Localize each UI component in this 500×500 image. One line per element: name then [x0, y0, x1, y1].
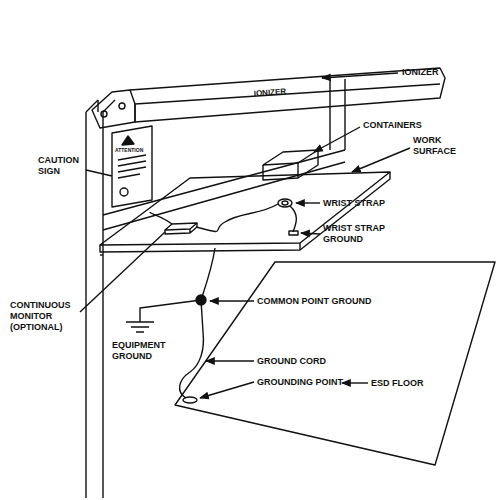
ground-wiring-stroke — [126, 322, 154, 332]
caution-sign-stroke — [118, 155, 146, 178]
ionizer-bar — [92, 68, 445, 150]
container-box-stroke — [263, 150, 318, 180]
container-box-stroke — [263, 150, 318, 165]
callout-label: EQUIPMENT GROUND — [112, 340, 174, 362]
callout-label: CAUTION SIGN — [38, 155, 84, 177]
wrist-strap-stroke — [196, 204, 278, 231]
ionizer-bar-stroke — [130, 68, 445, 122]
wrist-strap-stroke — [290, 206, 296, 232]
callout-label: WRIST STRAP GROUND — [323, 223, 395, 245]
leader-line-stroke — [314, 127, 360, 152]
continuous-monitor-stroke — [165, 223, 197, 230]
callout-label: IONIZER — [402, 67, 482, 78]
bench-frame-stroke — [103, 150, 345, 230]
leader-line-stroke — [322, 73, 398, 78]
wrist-strap — [196, 199, 298, 235]
leader-line-stroke — [296, 202, 320, 203]
ionizer-marking: IONIZER — [240, 86, 301, 100]
ground-wiring — [126, 248, 215, 403]
leader-line — [80, 73, 410, 398]
leader-line-stroke — [342, 382, 368, 383]
bench-frame-stroke — [97, 100, 98, 112]
leader-line-stroke — [200, 382, 254, 398]
callout-label: WRIST STRAP — [323, 198, 413, 209]
leader-line-stroke — [352, 148, 410, 172]
ground-wiring-stroke — [183, 397, 197, 403]
bench-frame-stroke — [100, 254, 103, 255]
ground-wiring-stroke — [140, 300, 201, 322]
wrist-strap-stroke — [289, 231, 298, 235]
wrist-strap-stroke — [278, 199, 292, 207]
ground-wiring-stroke — [201, 248, 215, 300]
ionizer-bar-stroke — [119, 103, 125, 109]
leader-line-stroke — [80, 232, 165, 312]
leader-line-stroke — [210, 300, 254, 301]
callout-label: WORK SURFACE — [413, 135, 473, 157]
leader-line-stroke — [86, 170, 112, 176]
callout-label: CONTINUOUS MONITOR (OPTIONAL) — [10, 300, 88, 333]
callout-label: GROUNDING POINT — [257, 377, 357, 388]
wrist-strap-stroke — [282, 201, 288, 205]
caution-sign — [112, 126, 152, 207]
esd-floor — [175, 262, 495, 465]
caution-sign-stroke — [112, 126, 152, 207]
ionizer-bar-stroke — [101, 111, 107, 117]
ionizer-bar-stroke — [135, 84, 440, 122]
caution-sign-stroke — [122, 136, 134, 145]
leader-line-stroke — [301, 233, 320, 234]
ground-wiring-stroke — [180, 300, 204, 398]
caution-sign-stroke — [120, 188, 128, 196]
callout-label: CONTAINERS — [363, 120, 453, 131]
leader-line-stroke — [206, 360, 254, 361]
esd-floor-stroke — [175, 262, 495, 465]
continuous-monitor-stroke — [150, 212, 172, 224]
callout-label: GROUND CORD — [257, 356, 347, 367]
sign-text: ATTENTION — [115, 147, 155, 154]
continuous-monitor-stroke — [165, 223, 197, 234]
callout-label: COMMON POINT GROUND — [257, 296, 387, 307]
callout-label: ESD FLOOR — [371, 378, 441, 389]
work-surface-stroke — [299, 243, 300, 250]
ionizer-bar-stroke — [92, 90, 135, 128]
container-box — [263, 150, 318, 180]
continuous-monitor — [150, 212, 197, 234]
